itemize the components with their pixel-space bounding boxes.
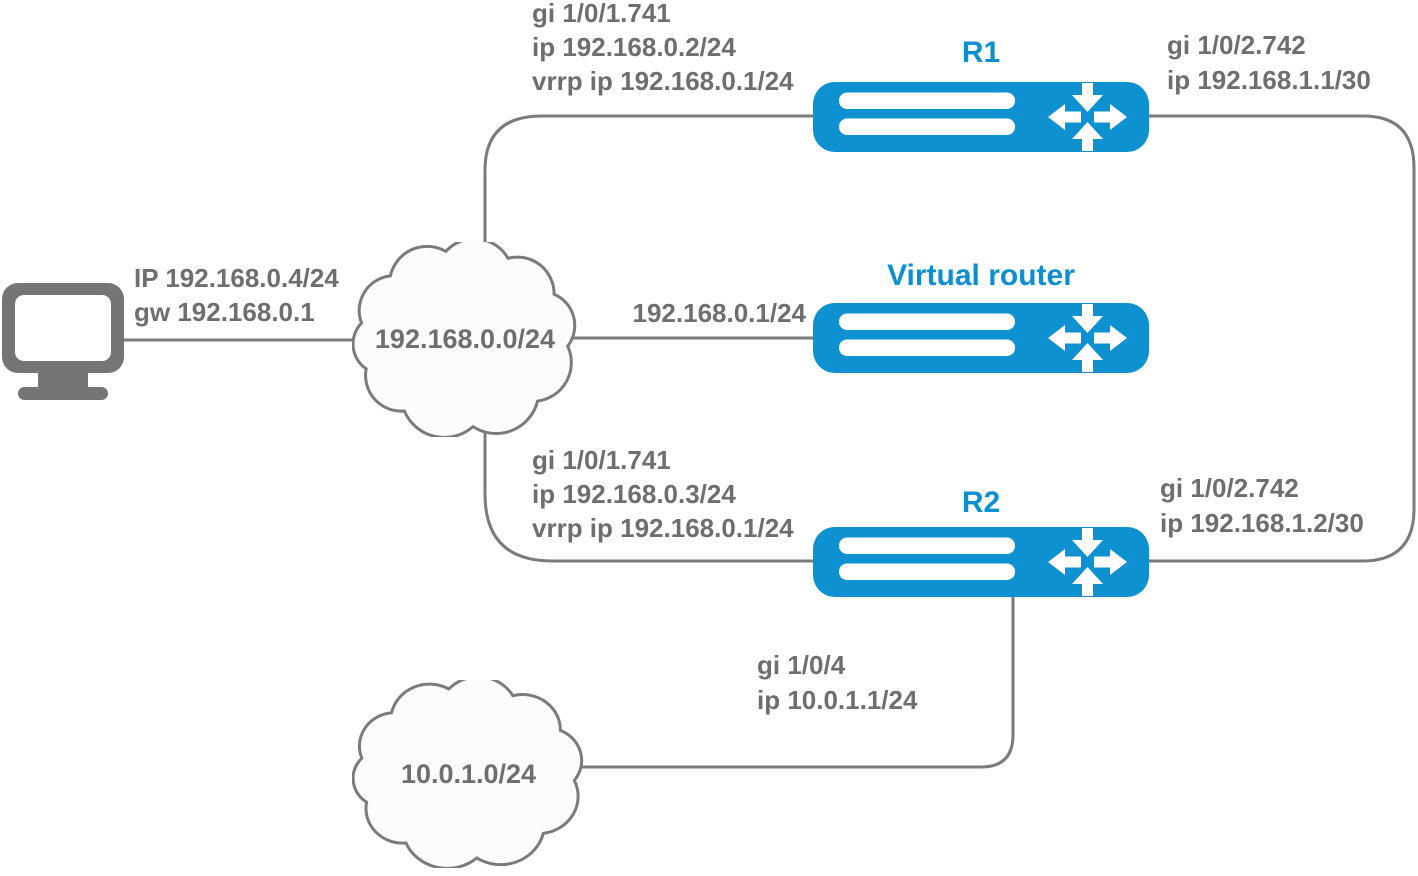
interface-label: gi 1/0/2.742 bbox=[1167, 30, 1306, 60]
r2-right-interface-labels: gi 1/0/2.742 ip 192.168.1.2/30 bbox=[1160, 471, 1364, 541]
ip-label: 192.168.0.1/24 bbox=[632, 298, 807, 328]
router-arrows-icon bbox=[1048, 528, 1127, 596]
interface-label: gi 1/0/4 bbox=[757, 650, 846, 680]
r2-left-interface-labels: gi 1/0/1.741 ip 192.168.0.3/24 vrrp ip 1… bbox=[532, 443, 794, 545]
wan-cloud-label: 10.0.1.0/24 bbox=[400, 758, 537, 789]
router-title-r2: R2 bbox=[961, 486, 1001, 519]
interface-label: gi 1/0/2.742 bbox=[1160, 473, 1299, 503]
router-arrows-icon bbox=[1048, 83, 1127, 151]
lan-cloud-label: 192.168.0.0/24 bbox=[374, 324, 556, 354]
router-icon-r2 bbox=[813, 527, 1149, 597]
link-r1-to-r2 bbox=[1145, 114, 1416, 563]
vrrp-ip-label: vrrp ip 192.168.0.1/24 bbox=[532, 66, 794, 96]
router-arrows-icon bbox=[1048, 304, 1127, 372]
computer-icon bbox=[2, 283, 124, 400]
vrrp-ip-label: vrrp ip 192.168.0.1/24 bbox=[532, 513, 794, 543]
cloud-icon bbox=[352, 242, 578, 437]
ip-label: ip 192.168.1.2/30 bbox=[1160, 508, 1364, 538]
virtual-router-ip-label: 192.168.0.1/24 bbox=[556, 296, 807, 330]
link-r2-to-wan-cloud bbox=[500, 592, 1015, 769]
ip-label: ip 192.168.1.1/30 bbox=[1167, 65, 1371, 95]
ip-label: ip 192.168.0.3/24 bbox=[532, 479, 736, 509]
pc-gateway-label: gw 192.168.0.1 bbox=[134, 297, 315, 327]
cloud-icon bbox=[352, 680, 585, 868]
lan-cloud: 192.168.0.0/24 bbox=[352, 242, 578, 437]
r2-bottom-interface-labels: gi 1/0/4 ip 10.0.1.1/24 bbox=[757, 648, 917, 718]
link-lan-cloud-to-r1 bbox=[483, 114, 828, 275]
link-lan-cloud-to-r2 bbox=[483, 400, 828, 563]
router-title-r1: R1 bbox=[961, 36, 1001, 69]
interface-label: gi 1/0/1.741 bbox=[532, 0, 671, 28]
ip-label: ip 10.0.1.1/24 bbox=[757, 685, 918, 715]
pc-ip-label: IP 192.168.0.4/24 bbox=[134, 263, 339, 293]
interface-label: gi 1/0/1.741 bbox=[532, 445, 671, 475]
router-icon-r1 bbox=[813, 82, 1149, 152]
ip-label: ip 192.168.0.2/24 bbox=[532, 32, 736, 62]
router-icon-virtual bbox=[813, 303, 1149, 373]
pc-labels: IP 192.168.0.4/24 gw 192.168.0.1 bbox=[134, 261, 339, 329]
router-title-virtual: Virtual router bbox=[887, 259, 1075, 292]
r1-left-interface-labels: gi 1/0/1.741 ip 192.168.0.2/24 vrrp ip 1… bbox=[532, 0, 794, 98]
r1-right-interface-labels: gi 1/0/2.742 ip 192.168.1.1/30 bbox=[1167, 28, 1371, 98]
wan-cloud: 10.0.1.0/24 bbox=[352, 680, 585, 868]
